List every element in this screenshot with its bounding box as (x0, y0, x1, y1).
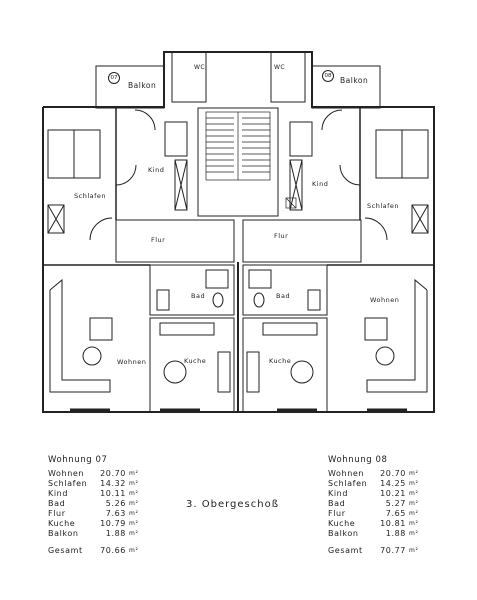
schlafen-label-right: Schlafen (367, 202, 400, 210)
bad-label-left: Bad (191, 292, 206, 300)
flur-left (115, 219, 235, 263)
balkon-label-right: Balkon (340, 76, 369, 85)
schlafen-label-left: Schlafen (74, 192, 107, 200)
wohnen-label-right: Wohnen (370, 296, 400, 304)
wc-label-right: WC (274, 64, 286, 71)
flur-label-right: Flur (274, 232, 289, 240)
unit-marker-left: 07 (108, 72, 120, 84)
staircase (197, 107, 279, 217)
kind-label-right: Kind (312, 180, 329, 188)
kuche-right (242, 317, 328, 413)
apartment-title: Wohnung 07 (48, 455, 108, 465)
total-label: Gesamt (328, 546, 363, 555)
balkon-label-left: Balkon (128, 81, 157, 90)
kuche-label-right: Kuche (269, 357, 292, 365)
total-value: 70.77 (380, 546, 406, 555)
unit-marker-right: 08 (322, 70, 334, 82)
total-label: Gesamt (48, 546, 83, 555)
kuche-label-left: Kuche (184, 357, 207, 365)
flur-label-left: Flur (151, 236, 166, 244)
bad-label-right: Bad (276, 292, 291, 300)
wc-label-left: WC (194, 64, 206, 71)
floor-title: 3. Obergeschoß (186, 499, 279, 510)
flur-right (242, 219, 362, 263)
bad-right (242, 264, 328, 316)
wc-left (171, 51, 207, 103)
kuche-left (149, 317, 235, 413)
wc-right (270, 51, 306, 103)
bad-left (149, 264, 235, 316)
apartment-title: Wohnung 08 (328, 455, 388, 465)
wohnen-label-left: Wohnen (117, 358, 147, 366)
total-value: 70.66 (100, 546, 126, 555)
kind-label-left: Kind (148, 166, 165, 174)
